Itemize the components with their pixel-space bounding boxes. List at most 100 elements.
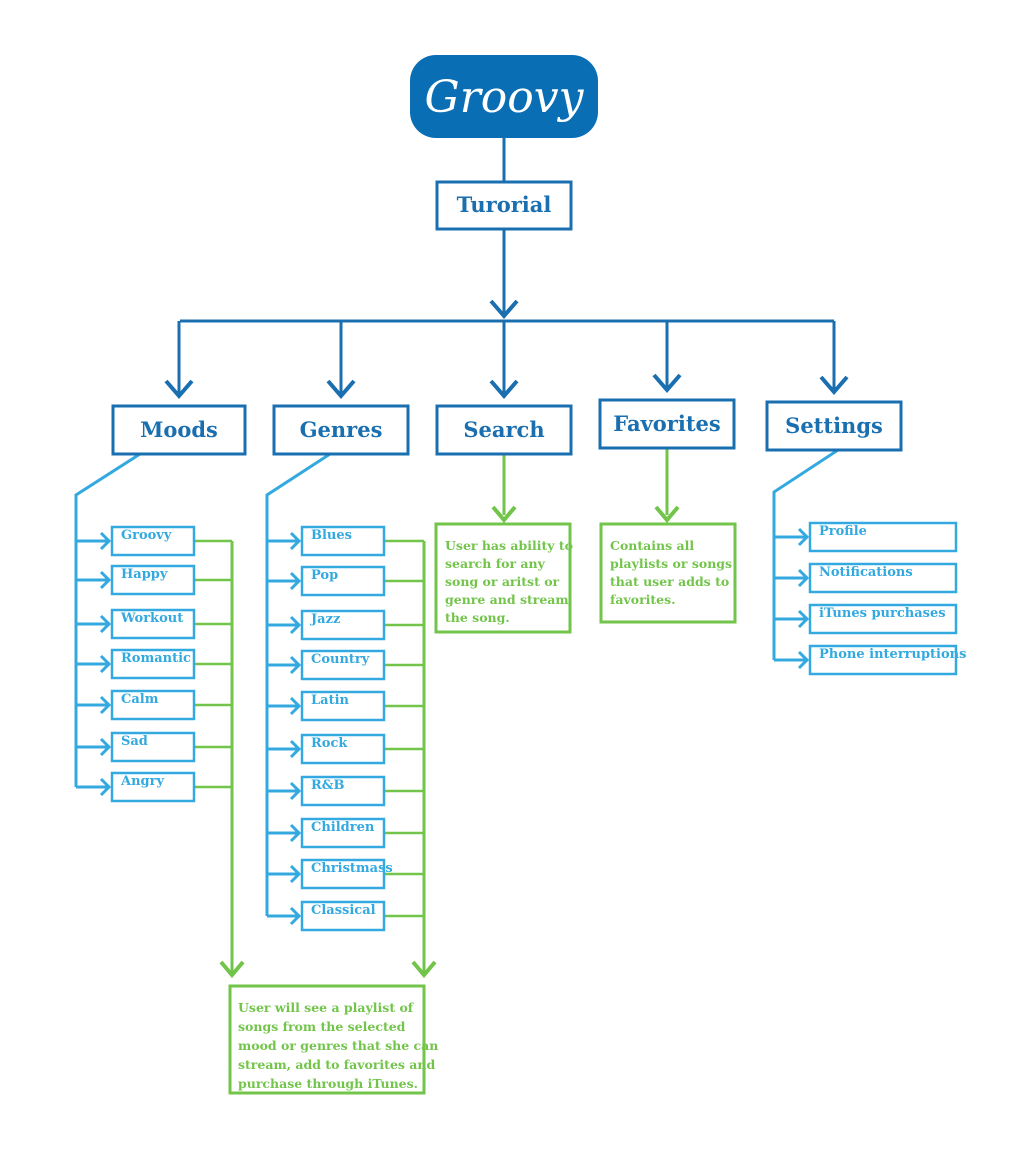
playlist-note-line-1: User will see a playlist of — [238, 1000, 415, 1015]
tutorial-label: Turorial — [457, 192, 552, 217]
settings-item-profile-box — [808, 521, 958, 553]
genres-item-country-box — [300, 649, 386, 681]
genres-item-pop-box — [300, 565, 386, 597]
favorites-note-line-3: that user adds to — [610, 574, 729, 589]
settings-item-itunes-purchases-box — [808, 603, 958, 635]
genres-item-jazz-label: Jazz — [310, 612, 340, 627]
moods-arrow — [164, 379, 194, 400]
moods-item-sad-arrow — [99, 737, 112, 757]
settings-item-phone-interruptions-label: Phone interruptions — [819, 647, 966, 662]
genres-green-arrow — [411, 960, 437, 979]
search-note-arrow — [491, 505, 517, 524]
search-note-line-3: song or aritst or — [445, 574, 560, 589]
moods-item-workout-box — [110, 608, 196, 640]
moods-item-romantic-arrow — [99, 654, 112, 674]
settings-spine — [772, 448, 839, 660]
settings-item-phone-interruptions-box — [808, 644, 958, 676]
genres-item-jazz-box — [300, 609, 386, 641]
genres-item-children-box — [300, 817, 386, 849]
moods-item-romantic-box — [110, 648, 196, 680]
genres-item-r-b-box — [300, 775, 386, 807]
search-arrow — [489, 379, 519, 400]
genres-item-rock-arrow — [289, 739, 302, 759]
settings-item-profile-arrow — [797, 527, 810, 547]
playlist-note-line-4: stream, add to favorites and — [238, 1057, 435, 1072]
moods-item-happy-box — [110, 564, 196, 596]
settings-item-phone-interruptions-arrow — [797, 650, 810, 670]
settings-arrow — [819, 375, 849, 396]
playlist-note-line-3: mood or genres that she can — [238, 1038, 438, 1053]
moods-item-calm-arrow — [99, 695, 112, 715]
genres-spine — [265, 452, 331, 916]
playlist-note-line-5: purchase through iTunes. — [238, 1076, 418, 1091]
settings-item-itunes-purchases-arrow — [797, 609, 810, 629]
search-note-line-2: search for any — [445, 556, 546, 571]
moods-item-workout-arrow — [99, 614, 112, 634]
moods-green-arrow — [219, 960, 245, 979]
search-note-box — [434, 522, 572, 634]
moods-box — [111, 404, 247, 456]
genres-item-classical-box — [300, 900, 386, 932]
settings-item-itunes-purchases-label: iTunes purchases — [819, 606, 946, 621]
genres-item-blues-arrow — [289, 531, 302, 551]
settings-label: Settings — [785, 413, 883, 438]
playlist-note-box — [228, 984, 426, 1095]
settings-item-profile-label: Profile — [819, 524, 867, 539]
moods-item-groovy-box — [110, 525, 196, 557]
logo-box — [410, 55, 598, 138]
genres-item-christmass-label: Christmass — [311, 861, 393, 876]
connectors — [74, 138, 849, 979]
genres-box — [272, 404, 410, 456]
settings-item-notifications-box — [808, 562, 958, 594]
search-box — [435, 404, 573, 456]
genres-item-children-arrow — [289, 823, 302, 843]
moods-item-romantic-label: Romantic — [121, 651, 191, 666]
favorites-note-line-2: playlists or songs — [610, 556, 732, 571]
moods-item-angry-label: Angry — [120, 774, 164, 789]
moods-spine — [74, 452, 141, 787]
moods-item-calm-label: Calm — [121, 692, 159, 707]
moods-item-groovy-arrow — [99, 531, 112, 551]
genres-item-latin-label: Latin — [311, 693, 350, 708]
moods-item-workout-label: Workout — [120, 611, 183, 626]
genres-item-pop-label: Pop — [311, 568, 338, 583]
genres-item-classical-arrow — [289, 906, 302, 926]
genres-item-pop-arrow — [289, 571, 302, 591]
genres-label: Genres — [300, 417, 383, 442]
genres-item-children-label: Children — [311, 820, 375, 835]
favorites-label: Favorites — [613, 411, 721, 436]
genres-item-r-b-label: R&B — [311, 778, 345, 793]
moods-item-angry-arrow — [99, 777, 112, 797]
settings-item-notifications-arrow — [797, 568, 810, 588]
genres-item-classical-label: Classical — [311, 903, 376, 918]
moods-item-calm-box — [110, 689, 196, 721]
search-note-line-1: User has ability to — [445, 538, 573, 553]
tutorial-box — [435, 180, 573, 231]
moods-item-angry-box — [110, 771, 196, 803]
genres-item-christmass-arrow — [289, 864, 302, 884]
moods-item-sad-label: Sad — [121, 734, 148, 749]
genres-item-rock-box — [300, 733, 386, 765]
favorites-note-box — [599, 522, 737, 624]
favorites-note-arrow — [654, 505, 680, 524]
genres-item-country-label: Country — [311, 652, 370, 667]
settings-box — [765, 400, 903, 452]
moods-label: Moods — [140, 417, 218, 442]
settings-item-notifications-label: Notifications — [819, 565, 913, 580]
genres-item-jazz-arrow — [289, 615, 302, 635]
tutorial-arrow — [489, 299, 519, 320]
moods-item-groovy-label: Groovy — [121, 528, 172, 543]
search-label: Search — [463, 417, 544, 442]
genres-item-country-arrow — [289, 655, 302, 675]
search-note-line-4: genre and stream — [445, 592, 569, 607]
genres-item-christmass-box — [300, 858, 386, 890]
genres-arrow — [326, 379, 356, 400]
moods-item-happy-arrow — [99, 570, 112, 590]
search-note-line-5: the song. — [445, 610, 510, 625]
playlist-note-line-2: songs from the selected — [238, 1019, 406, 1034]
favorites-note-line-1: Contains all — [610, 538, 694, 553]
genres-item-r-b-arrow — [289, 781, 302, 801]
favorites-box — [598, 398, 736, 450]
